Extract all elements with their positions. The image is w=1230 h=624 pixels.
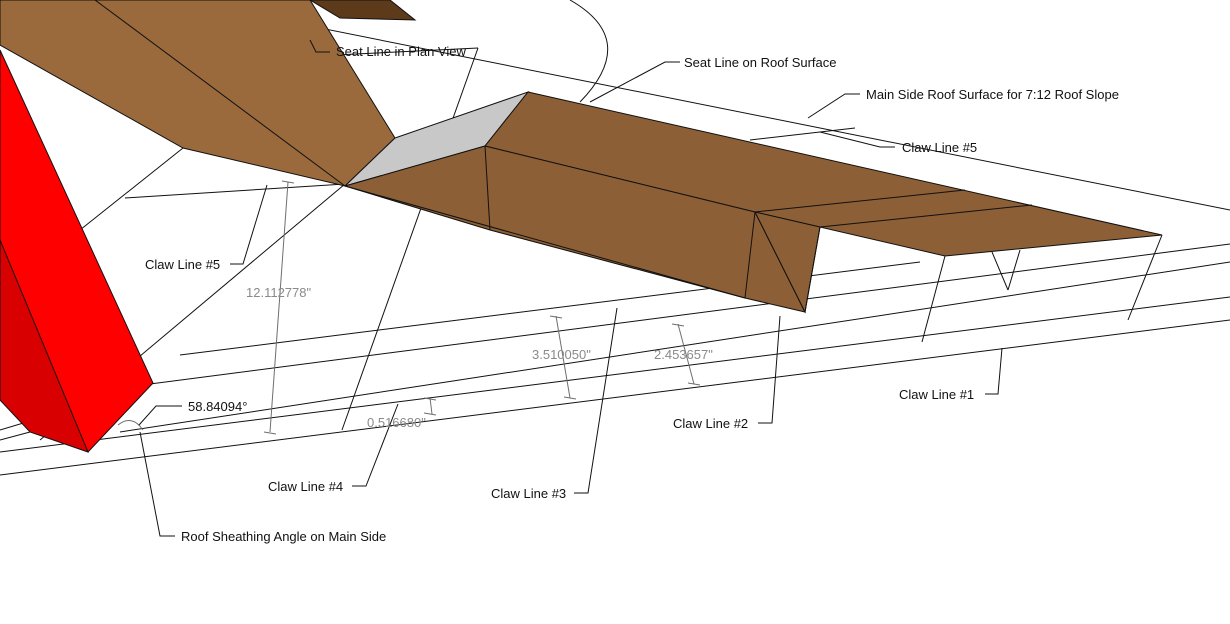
- roof-surface-lines: [0, 0, 1230, 476]
- label-seat-line-roof: Seat Line on Roof Surface: [684, 55, 837, 70]
- labels: Seat Line in Plan View Seat Line on Roof…: [145, 44, 1119, 544]
- label-claw-line-1: Claw Line #1: [899, 387, 974, 402]
- label-main-side-surface: Main Side Roof Surface for 7:12 Roof Slo…: [866, 87, 1119, 102]
- construction-lines: [39, 0, 856, 441]
- label-claw-line-2: Claw Line #2: [673, 416, 748, 431]
- dim-3-510050: 3.510050": [532, 347, 591, 362]
- label-claw-line-5-left: Claw Line #5: [145, 257, 220, 272]
- dim-12-112778: 12.112778": [246, 285, 311, 300]
- dimension-values: 12.112778" 3.510050" 2.453657" 0.516680": [246, 285, 713, 430]
- label-angle-value: 58.84094°: [188, 399, 247, 414]
- leader-lines: [138, 39, 1003, 537]
- label-claw-line-4: Claw Line #4: [268, 479, 343, 494]
- upper-rafter: [0, 0, 417, 187]
- dim-0-516680: 0.516680": [367, 415, 426, 430]
- label-seat-line-plan: Seat Line in Plan View: [336, 44, 466, 59]
- main-rafter-top-face: [484, 91, 1163, 257]
- upper-rafter-top-face: [0, 0, 396, 187]
- label-claw-line-3: Claw Line #3: [491, 486, 566, 501]
- fascia-side: [0, 239, 89, 453]
- dimension-lines: [117, 180, 701, 435]
- label-sheathing-angle: Roof Sheathing Angle on Main Side: [181, 529, 386, 544]
- dim-2-453657: 2.453657": [654, 347, 713, 362]
- upper-rafter-dark-face: [309, 0, 417, 21]
- main-rafter: [343, 91, 1163, 343]
- red-fascia: [0, 49, 154, 453]
- label-claw-line-5-right: Claw Line #5: [902, 140, 977, 155]
